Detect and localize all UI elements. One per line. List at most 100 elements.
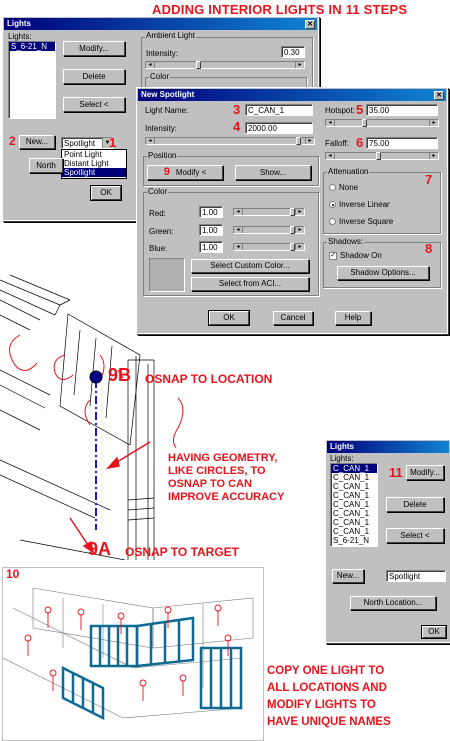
slider-thumb[interactable] [296,137,301,145]
select-button[interactable]: Select < [386,528,444,543]
ambient-color-label: Color [149,72,171,81]
ambient-intensity-field[interactable]: 0.30 [281,46,305,58]
arrow-right-icon[interactable]: ▸ [429,153,438,159]
arrow-right-icon[interactable]: ▸ [295,227,304,233]
color-swatch [149,258,185,292]
green-field[interactable]: 1.00 [199,224,223,236]
position-modify-label: Modify < [175,168,207,177]
help-button[interactable]: Help [335,311,371,325]
list-item[interactable]: C_CAN_1 [333,527,370,536]
hotspot-field[interactable]: 35.00 [366,104,438,116]
cancel-button[interactable]: Cancel [273,311,313,325]
checkmark-icon[interactable]: ✓ [329,251,337,260]
position-show-button[interactable]: Show... [235,165,311,180]
attenuation-linear-radio[interactable]: Inverse Linear [329,200,390,209]
arrow-left-icon[interactable]: ◂ [146,62,155,68]
arrow-right-icon[interactable]: ▸ [295,244,304,250]
list-item[interactable]: C_CAN_1 [333,500,370,509]
cad-room-render [3,587,254,721]
ok-button[interactable]: OK [90,185,122,201]
slider-thumb[interactable] [290,243,295,251]
arrow-left-icon[interactable]: ◂ [234,209,243,215]
modify-button[interactable]: Modify... [63,41,125,56]
delete-button[interactable]: Delete [386,497,444,512]
select-from-aci-button[interactable]: Select from ACI... [191,277,309,291]
list-item[interactable]: S_6-21_N [9,42,55,51]
modify-button[interactable]: Modify... [406,465,444,480]
list-item[interactable]: C_CAN_1 [333,482,370,491]
light-type-option[interactable]: Distant Light [64,159,109,168]
geometry-note-line-1: HAVING GEOMETRY, [168,452,278,464]
blue-field[interactable]: 1.00 [199,241,223,253]
arrow-left-icon[interactable]: ◂ [146,138,155,144]
slider-thumb[interactable] [376,152,381,160]
list-item[interactable]: C_CAN_1 [333,518,370,527]
ambient-intensity-slider[interactable]: ◂ ▸ [145,61,305,69]
ok-button[interactable]: OK [208,310,250,326]
green-label: Green: [149,227,174,236]
spot-intensity-field[interactable]: 2000.00 [245,122,313,134]
close-icon[interactable]: ✕ [434,91,444,100]
attenuation-square-radio[interactable]: Inverse Square [329,217,393,226]
attenuation-none-radio[interactable]: None [329,183,358,192]
blue-label: Blue: [149,244,168,253]
north-location-button[interactable]: North [29,158,63,173]
light-type-select[interactable]: Spotlight ▼ [61,137,113,149]
arrow-right-icon[interactable]: ▸ [305,138,314,144]
light-type-select[interactable]: Spotlight [386,570,446,582]
lights-list-label: Lights: [330,454,354,463]
radio-icon[interactable] [329,201,336,209]
slider-thumb[interactable] [362,119,367,127]
arrow-left-icon[interactable]: ◂ [234,244,243,250]
select-button[interactable]: Select < [63,97,125,112]
light-name-field[interactable]: C_CAN_1 [245,104,313,116]
light-type-dropdown[interactable]: Point Light Distant Light Spotlight [61,149,127,179]
slider-thumb[interactable] [290,226,295,234]
delete-button[interactable]: Delete [63,69,125,84]
arrow-left-icon[interactable]: ◂ [326,120,335,126]
north-location-button[interactable]: North Location... [350,596,436,610]
slider-thumb[interactable] [196,61,201,69]
shadow-on-checkbox[interactable]: ✓Shadow On [329,251,382,260]
chevron-down-icon[interactable]: ▼ [102,138,112,148]
spot-intensity-slider[interactable]: ◂ ▸ [145,137,315,145]
list-item[interactable]: C_CAN_1 [333,473,370,482]
list-item[interactable]: C_CAN_1 [333,509,370,518]
light-type-option[interactable]: Spotlight [62,168,126,177]
arrow-right-icon[interactable]: ▸ [295,62,304,68]
geometry-note-line-4: IMPROVE ACCURACY [168,491,285,503]
list-item[interactable]: C_CAN_1 [331,464,377,473]
slider-thumb[interactable] [290,208,295,216]
falloff-field[interactable]: 75.00 [366,137,438,149]
lights-listbox[interactable]: S_6-21_N [8,41,56,119]
red-slider[interactable]: ◂ ▸ [233,208,305,216]
hotspot-slider[interactable]: ◂ ▸ [325,119,439,127]
arrow-left-icon[interactable]: ◂ [326,153,335,159]
light-type-option[interactable]: Point Light [64,150,102,159]
falloff-slider[interactable]: ◂ ▸ [325,152,439,160]
green-slider[interactable]: ◂ ▸ [233,226,305,234]
step-10-label: 10 [6,567,20,581]
red-field[interactable]: 1.00 [199,206,223,218]
shadow-options-button[interactable]: Shadow Options... [337,266,429,280]
arrow-left-icon[interactable]: ◂ [234,227,243,233]
ok-button[interactable]: OK [421,625,447,639]
arrow-right-icon[interactable]: ▸ [295,209,304,215]
copy-note-line-4: HAVE UNIQUE NAMES [267,716,391,728]
lights-dialog-1-title: Lights [7,19,31,28]
list-item[interactable]: S_6-21_N [333,536,370,545]
new-light-button[interactable]: New... [332,569,364,583]
lights-dialog-2: Lights Lights: C_CAN_1 C_CAN_1 C_CAN_1 C… [325,439,450,643]
list-item[interactable]: C_CAN_1 [333,491,370,500]
radio-icon[interactable] [329,218,336,226]
select-custom-color-button[interactable]: Select Custom Color... [191,259,309,273]
step-7-label: 7 [425,172,433,187]
arrow-right-icon[interactable]: ▸ [429,120,438,126]
step-2-label: 2 [9,134,16,148]
blue-slider[interactable]: ◂ ▸ [233,243,305,251]
radio-icon[interactable] [329,184,336,192]
close-icon[interactable]: ✕ [305,20,315,29]
lights-listbox[interactable]: C_CAN_1 C_CAN_1 C_CAN_1 C_CAN_1 C_CAN_1 … [330,463,378,547]
new-light-button[interactable]: New... [19,135,55,149]
